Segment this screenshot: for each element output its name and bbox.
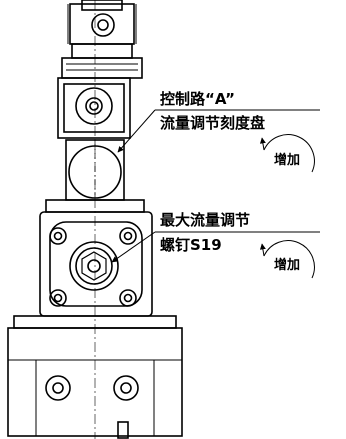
flow-dial-label: 流量调节刻度盘 [160,114,266,132]
flow-dial [57,77,131,139]
increase-label: 增加 [274,153,301,168]
leader-lines [111,109,320,263]
upper-neck [61,43,143,79]
lower-flange [39,199,153,317]
control-port-label: 控制路“A” [160,90,235,108]
increase-label: 增加 [274,258,301,273]
max-flow-label: 最大流量调节 [160,211,251,229]
rotate-clockwise-arrow-icon [259,134,315,173]
rotate-clockwise-arrow-icon [259,240,315,279]
adjust-screw-label: 螺钉S19 [160,236,222,254]
top-cap [67,0,137,45]
